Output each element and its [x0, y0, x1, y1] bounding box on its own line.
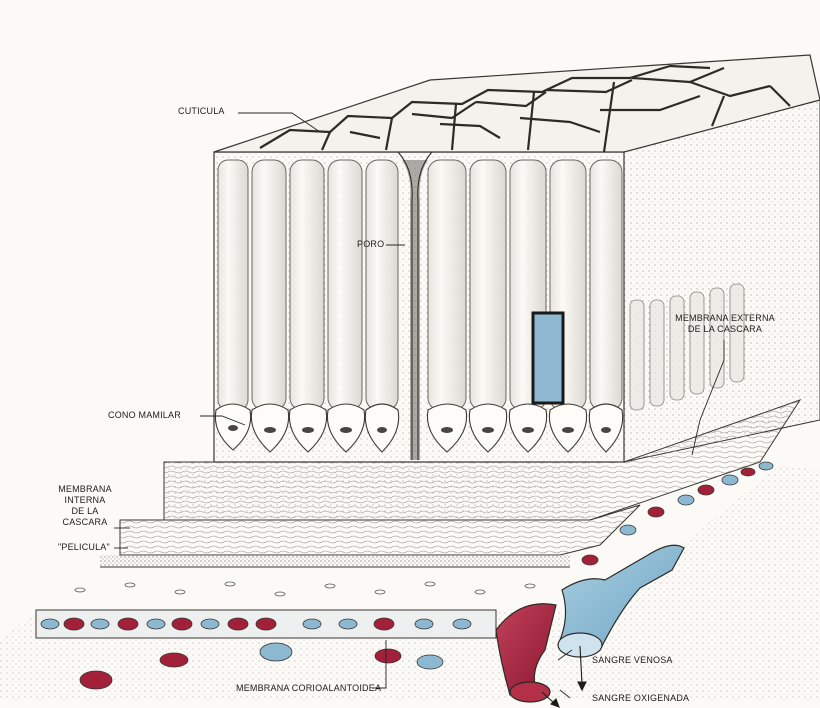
label-cono-mamilar: CONO MAMILAR: [108, 410, 181, 421]
pelicula-layer: [100, 555, 570, 567]
label-membrana-interna-line4: CASCARA: [48, 517, 122, 528]
label-membrana-interna-line3: DE LA: [48, 506, 122, 517]
label-pelicula: "PELICULA": [58, 542, 110, 553]
label-membrana-externa: MEMBRANA EXTERNA DE LA CASCARA: [670, 313, 780, 335]
label-poro: PORO: [357, 239, 384, 250]
label-membrana-interna: MEMBRANA INTERNA DE LA CASCARA: [48, 484, 122, 528]
label-membrana-corioalantoidea: MEMBRANA CORIOALANTOIDEA: [236, 683, 381, 694]
label-membrana-interna-line1: MEMBRANA: [48, 484, 122, 495]
label-membrana-externa-line2: DE LA CASCARA: [670, 324, 780, 335]
palisade-layer: [214, 100, 820, 462]
label-membrana-interna-line2: INTERNA: [48, 495, 122, 506]
label-sangre-venosa: SANGRE VENOSA: [592, 655, 673, 666]
label-sangre-oxigenada: SANGRE OXIGENADA: [592, 693, 689, 704]
highlight-box[interactable]: [533, 313, 563, 403]
label-cuticula: CUTICULA: [178, 106, 225, 117]
label-membrana-externa-line1: MEMBRANA EXTERNA: [670, 313, 780, 324]
